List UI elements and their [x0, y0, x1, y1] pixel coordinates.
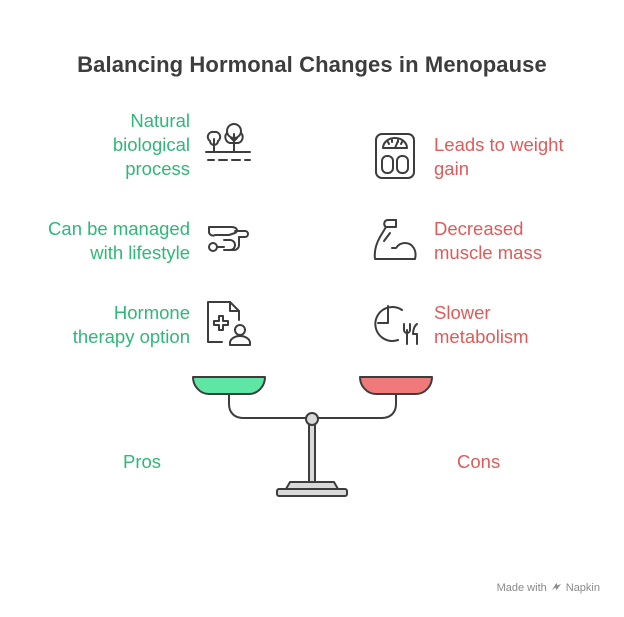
cons-label: Cons	[457, 451, 501, 472]
medical-report-doctor-icon	[202, 298, 254, 348]
page-title: Balancing Hormonal Changes in Menopause	[77, 52, 547, 77]
watermark-brand: Napkin	[565, 582, 600, 594]
yoga-pose-icon	[202, 215, 254, 261]
trees-landscape-icon	[202, 118, 254, 170]
clock-fork-icon	[370, 298, 422, 350]
pros-pan	[192, 376, 266, 395]
pros-arm	[228, 394, 307, 419]
napkin-logo-icon	[551, 581, 562, 595]
cons-pan	[359, 376, 433, 395]
scale-base-top	[285, 481, 339, 490]
scale-pivot	[305, 412, 319, 426]
cons-pan-bowl	[359, 376, 433, 395]
pros-label: Pros	[123, 451, 162, 472]
cons-arm	[318, 394, 397, 419]
scale-pillar	[308, 422, 316, 483]
flexed-arm-icon	[370, 215, 422, 265]
pros-pan-bowl	[192, 376, 266, 395]
watermark-prefix: Made with	[496, 582, 547, 594]
made-with-napkin-watermark: Made with Napkin	[497, 581, 600, 595]
scale-base-bottom	[276, 488, 348, 497]
weight-scale-icon	[370, 130, 420, 182]
